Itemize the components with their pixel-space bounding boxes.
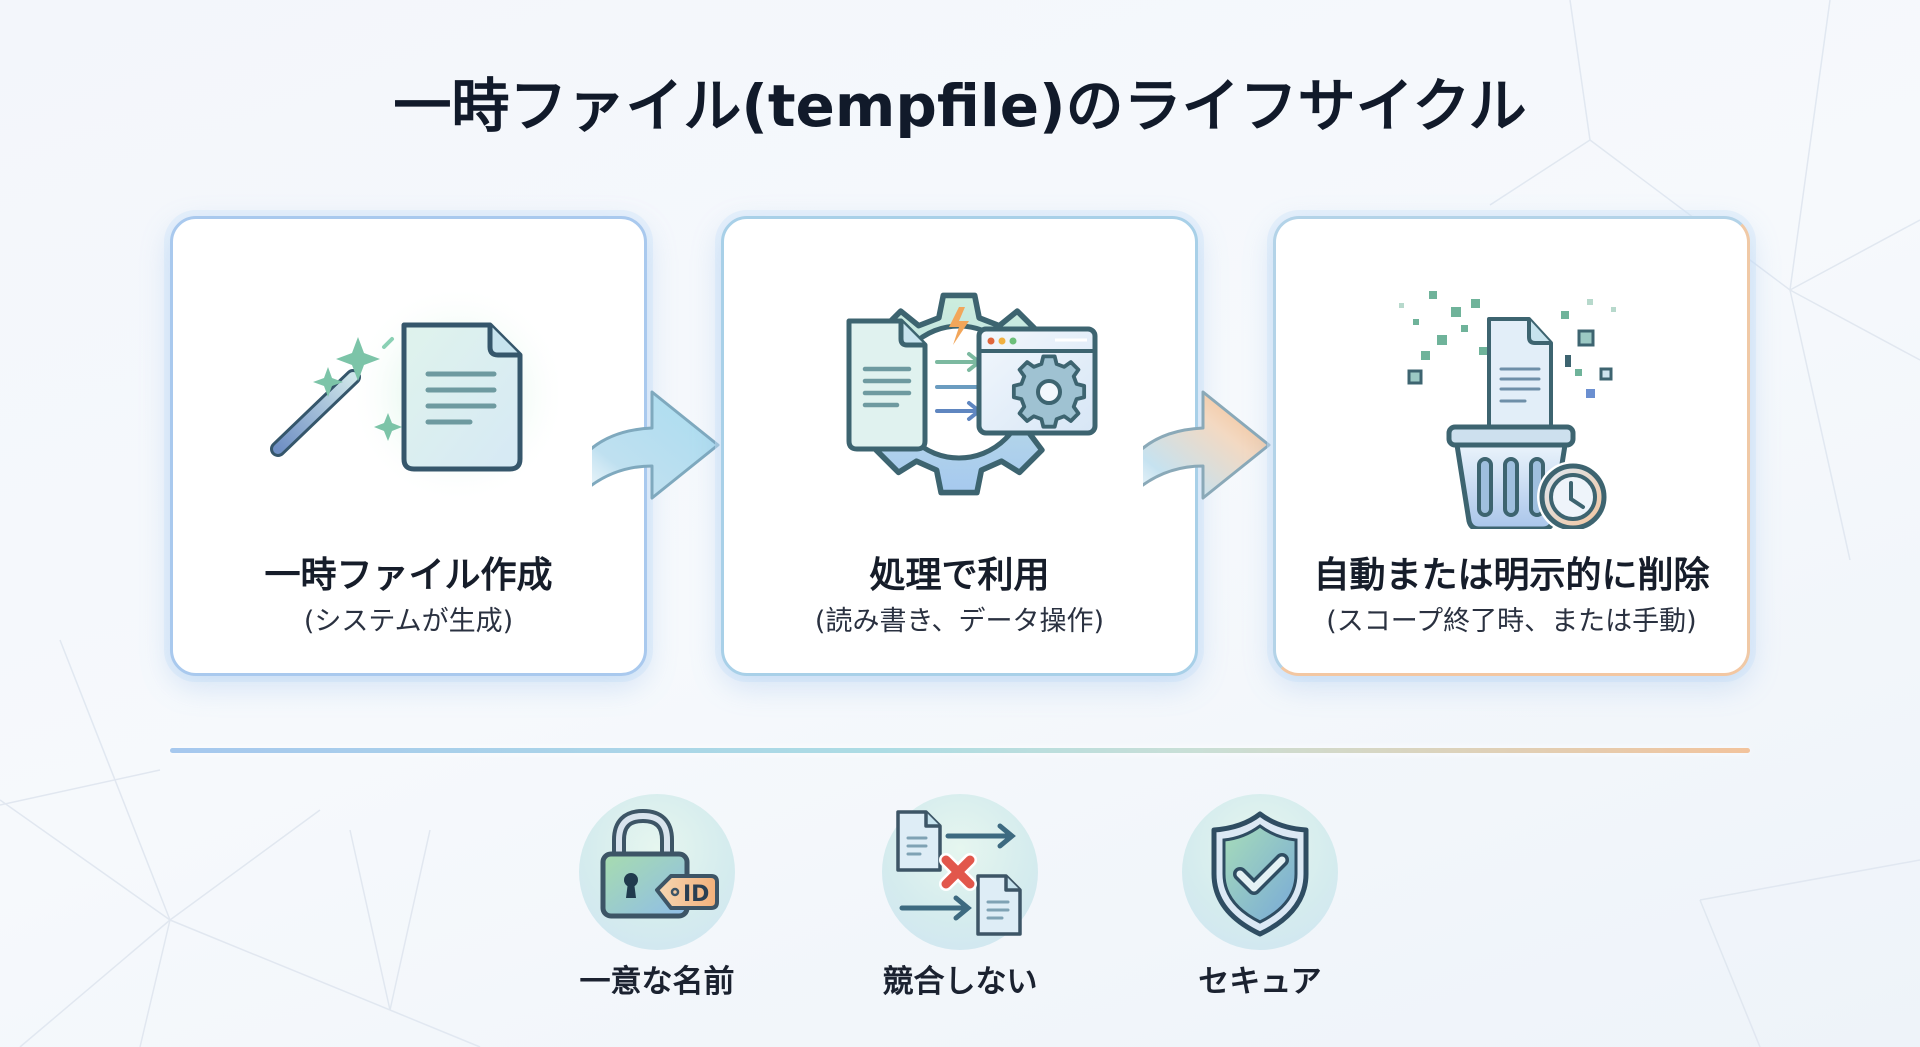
page-title: 一時ファイル(tempfile)のライフサイクル [393,72,1527,140]
gear-processing-icon [846,292,1098,496]
flow-arrow-icon [1143,390,1271,500]
step-subtitle: (読み書き、データ操作) [814,606,1105,637]
step-card-create: 一時ファイル作成 (システムが生成) [170,216,647,676]
flow-arrow-icon [592,390,720,500]
section-divider [170,748,1750,753]
step-subtitle: (システムが生成) [303,606,514,637]
step-title: 処理で利用 [869,555,1050,596]
feature-no-conflict: 競合しない [860,786,1060,1016]
feature-label: セキュア [1198,964,1322,1000]
magic-wand-file-icon [270,284,558,504]
feature-unique-name: ID 一意な名前 [557,786,757,1016]
feature-secure: セキュア [1160,786,1360,1016]
step-card-delete: 自動または明示的に削除 (スコープ終了時、または手動) [1273,216,1750,676]
id-tag-text: ID [683,882,709,907]
step-subtitle: (スコープ終了時、または手動) [1326,606,1697,637]
step-title: 一時ファイル作成 [264,555,553,596]
shield-check-icon [1211,811,1309,937]
step-title: 自動または明示的に削除 [1313,555,1710,596]
trash-clock-icon [1399,291,1616,529]
no-conflict-icon [896,810,1022,936]
feature-label: 一意な名前 [579,964,735,1000]
lock-id-icon: ID [600,808,719,919]
step-card-use: 処理で利用 (読み書き、データ操作) [721,216,1198,676]
feature-label: 競合しない [882,964,1038,1000]
